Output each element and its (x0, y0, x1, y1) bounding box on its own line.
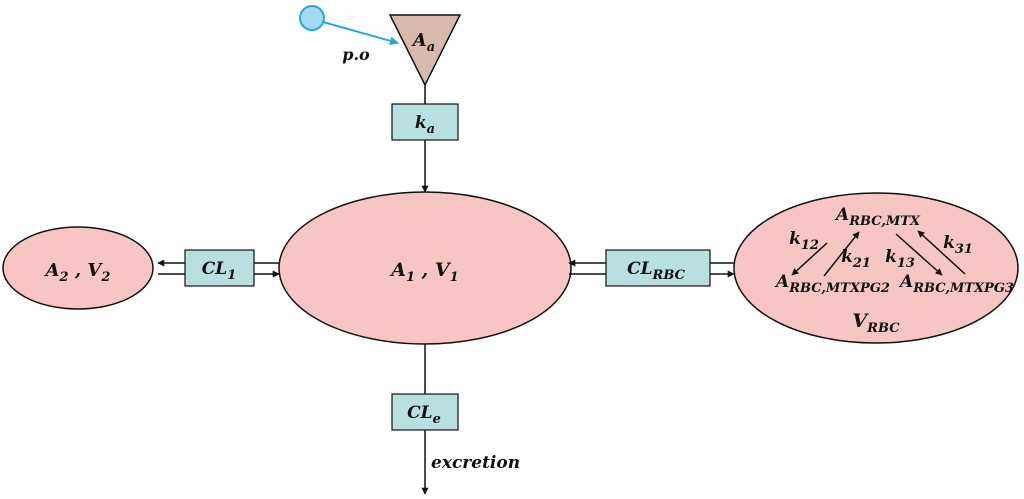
k21-label: k21 (841, 247, 871, 271)
intercompartmental-clearance-label: CL1 (202, 259, 237, 283)
rbc-compartment (733, 192, 1019, 344)
excretion-label: excretion (431, 453, 520, 473)
rbc-clearance-label: CLRBC (627, 259, 686, 283)
k12-arrow (791, 242, 828, 276)
absorption-rate-box (391, 103, 459, 141)
k31-arrow (917, 230, 966, 275)
k21-arrow (823, 231, 860, 277)
dose-route-line (322, 21, 399, 46)
depot-label: Aa (411, 30, 435, 55)
rbc-mtx-label: ARBC,MTX (834, 205, 921, 229)
elimination-clearance-label: CLe (407, 403, 441, 427)
k13-arrow (895, 233, 943, 276)
peripheral-compartment-label: A2 , V2 (44, 260, 111, 285)
rbc-mtxpg2-label: ARBC,MTXPG2 (774, 272, 890, 296)
k12-label: k12 (789, 229, 819, 253)
depot-compartment (388, 14, 462, 87)
k13-label: k13 (885, 247, 915, 271)
dose-route-label: p.o (342, 45, 370, 64)
elimination-clearance-box (391, 393, 459, 431)
intercompartmental-clearance-box (184, 249, 255, 287)
dose-circle (299, 5, 325, 31)
absorption-rate-label: ka (415, 113, 435, 137)
peripheral-compartment (2, 226, 154, 310)
central-compartment-label: A1 , V1 (389, 259, 458, 285)
k31-label: k31 (943, 233, 973, 257)
rbc-volume-label: VRBC (852, 310, 900, 336)
rbc-clearance-box (605, 249, 711, 287)
rbc-mtxpg3-label: ARBC,MTXPG3 (898, 272, 1014, 296)
